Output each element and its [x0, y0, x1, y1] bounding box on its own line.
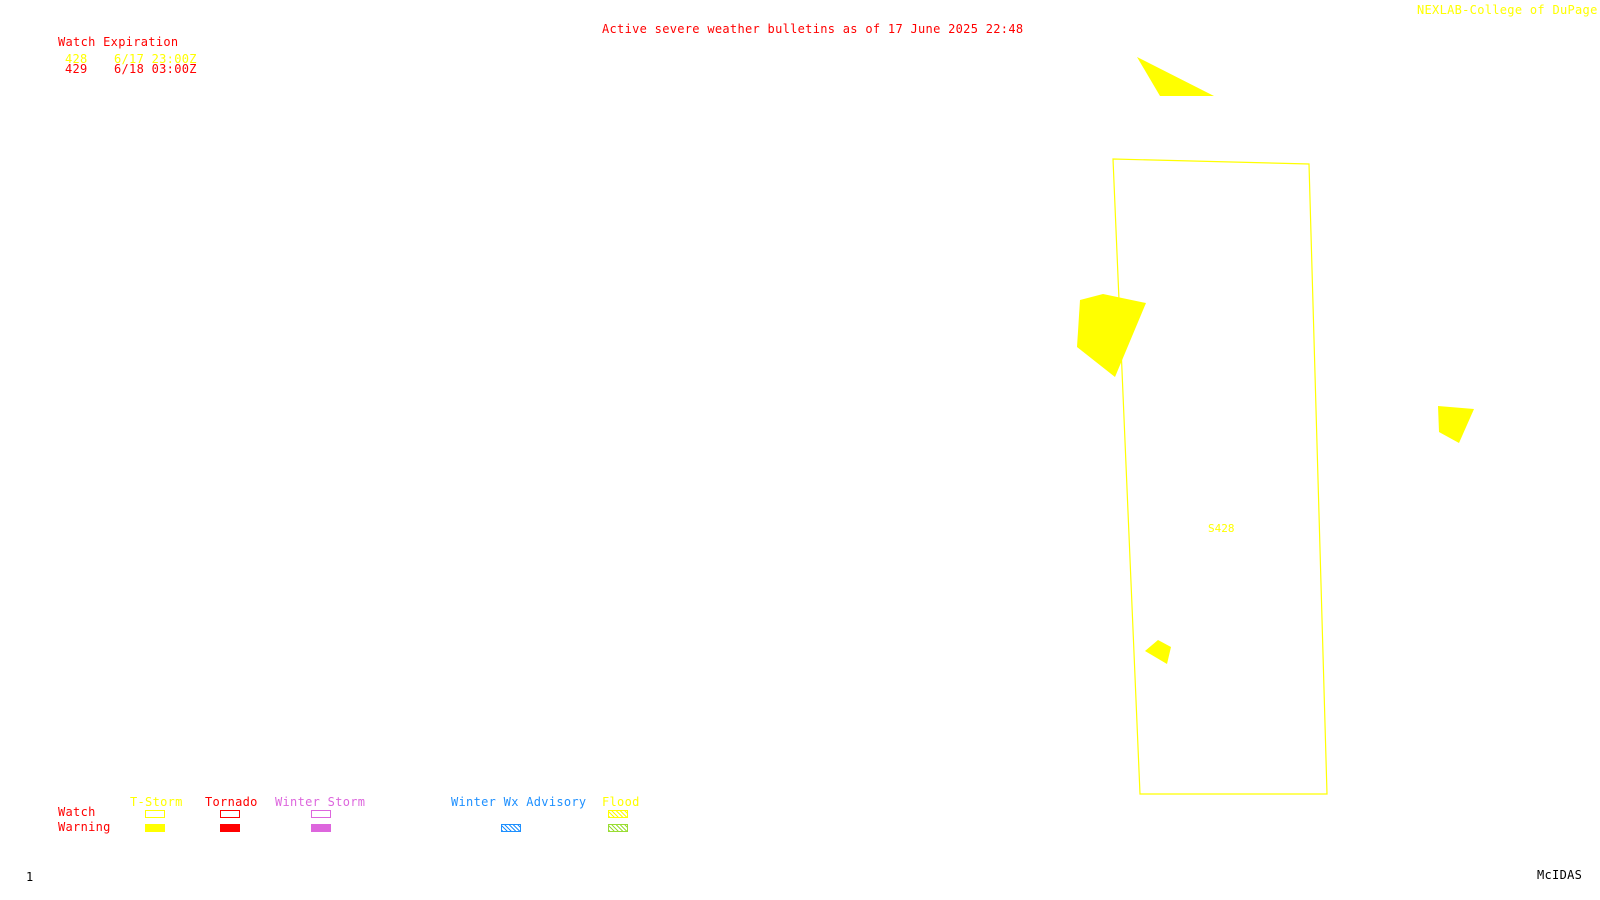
- watch-box-outline: [1112, 158, 1328, 795]
- legend-tstorm-warning-swatch: [145, 824, 165, 832]
- watch-expiration-time: 6/17 23:00Z: [114, 52, 197, 66]
- software-label: McIDAS: [1537, 868, 1583, 882]
- legend-flood-watch-swatch: [608, 810, 628, 818]
- warning-polygon: [1077, 294, 1146, 377]
- watch-expiration-heading: Watch Expiration: [58, 35, 179, 49]
- watch-number: 428: [65, 52, 88, 66]
- legend-warning-row-label: Warning: [58, 820, 111, 834]
- legend-flood-label: Flood: [602, 795, 640, 809]
- warning-polygon: [1145, 640, 1171, 664]
- legend-winter-advisory-swatch: [501, 824, 521, 832]
- legend-tstorm-watch-swatch: [145, 810, 165, 818]
- legend-flood-warning-swatch: [608, 824, 628, 832]
- warning-polygon: [1438, 406, 1474, 443]
- legend-winter-storm-warning-swatch: [311, 824, 331, 832]
- warning-polygon: [1137, 57, 1214, 96]
- legend-winter-storm-watch-swatch: [311, 810, 331, 818]
- legend-tornado-watch-swatch: [220, 810, 240, 818]
- watch-number: 429: [65, 62, 88, 76]
- legend-winter-storm-label: Winter Storm: [275, 795, 366, 809]
- watch-expiration-time: 6/18 03:00Z: [114, 62, 197, 76]
- legend-winter-advisory-label: Winter Wx Advisory: [451, 795, 587, 809]
- legend-tstorm-label: T-Storm: [130, 795, 183, 809]
- watch-box-label: S428: [1208, 522, 1235, 535]
- page-title: Active severe weather bulletins as of 17…: [602, 22, 1024, 36]
- legend-tornado-warning-swatch: [220, 824, 240, 832]
- frame-number: 1: [26, 870, 34, 884]
- legend-tornado-label: Tornado: [205, 795, 258, 809]
- source-credit: NEXLAB-College of DuPage R: [1417, 3, 1600, 17]
- legend-watch-row-label: Watch: [58, 805, 96, 819]
